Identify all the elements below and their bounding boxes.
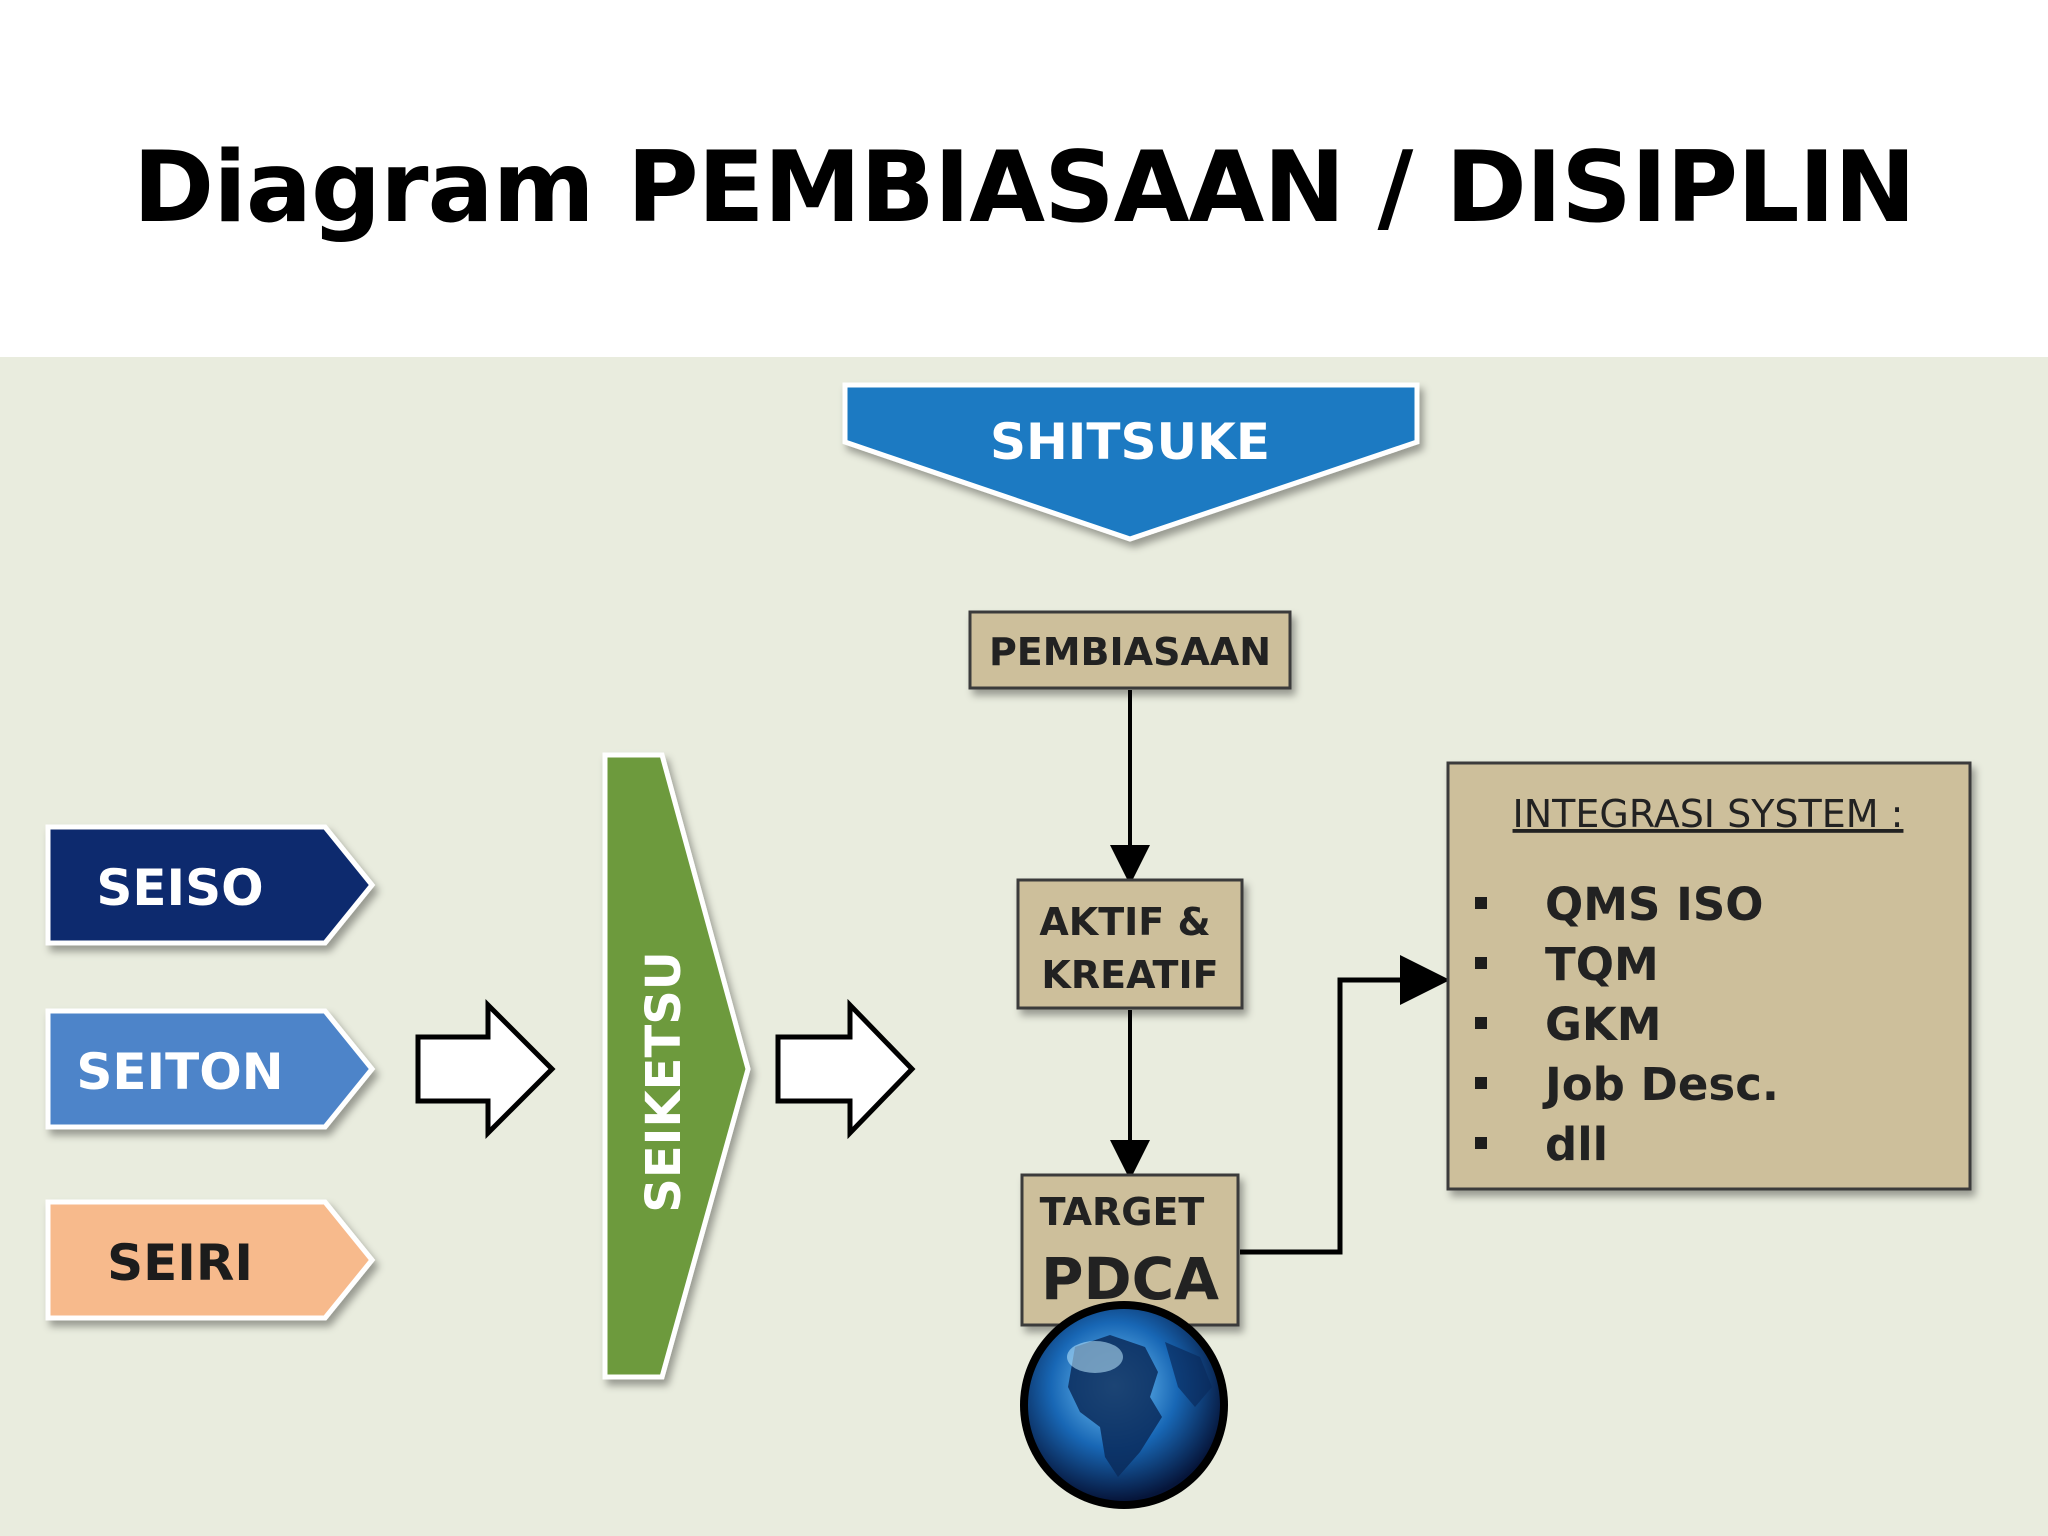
bullet-icon [1475,1017,1487,1029]
pembiasaan-box: PEMBIASAAN [968,610,1292,690]
aktif-label-line2: KREATIF [1041,953,1218,997]
shitsuke-label: SHITSUKE [990,413,1270,471]
arrow-outline-right-icon [775,998,916,1140]
aktif-label-line1: AKTIF & [1039,900,1210,944]
seiketsu-label: SEIKETSU [636,951,692,1213]
seiri-label: SEIRI [107,1234,253,1292]
shitsuke-banner: SHITSUKE [842,382,1420,542]
pill-seiso: SEISO [45,824,376,946]
arrow-outline-left-icon [415,998,556,1140]
globe-icon [1020,1301,1228,1509]
integrasi-item: Job Desc. [1542,1058,1779,1111]
integrasi-heading: INTEGRASI SYSTEM : [1513,792,1904,836]
pembiasaan-label: PEMBIASAAN [989,630,1271,674]
bullet-icon [1475,1137,1487,1149]
aktif-kreatif-box: AKTIF & KREATIF [1016,878,1244,1010]
bullet-icon [1475,897,1487,909]
connector-target-integrasi [1240,955,1450,1255]
integrasi-item: GKM [1545,998,1662,1051]
integrasi-item: QMS ISO [1545,878,1764,931]
pill-seiri: SEIRI [45,1199,376,1321]
target-pdca-box: TARGET PDCA [1020,1173,1240,1327]
diagram-panel: SHITSUKE SEISO SEITON SEIRI SEIKETSU [0,357,2048,1536]
slide-title: Diagram PEMBIASAAN / DISIPLIN [132,131,1916,245]
seiketsu-bar: SEIKETSU [602,752,751,1380]
seiton-label: SEITON [76,1043,283,1101]
bullet-icon [1475,957,1487,969]
target-label-line1: TARGET [1040,1190,1205,1234]
integrasi-item: dll [1545,1118,1608,1171]
integrasi-item: TQM [1545,938,1659,991]
integrasi-system-box: INTEGRASI SYSTEM : QMS ISO TQM GKM Job D… [1446,761,1972,1191]
seiso-label: SEISO [96,859,263,917]
bullet-icon [1475,1077,1487,1089]
pill-seiton: SEITON [45,1008,376,1130]
